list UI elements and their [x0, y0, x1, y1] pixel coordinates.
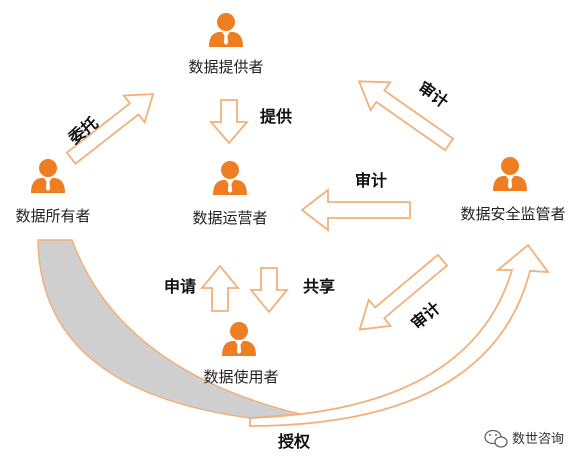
authorize-arc-band: [37, 239, 301, 419]
role-user-label: 数据使用者: [203, 368, 278, 386]
authorize-label: 授权: [278, 432, 311, 451]
audit-top-arrow: [357, 80, 455, 152]
supervisor-person-icon: [493, 157, 527, 191]
role-operator-label: 数据运营者: [192, 209, 267, 227]
owner-person-icon: [31, 159, 65, 193]
audit-mid-label: 审计: [355, 171, 387, 190]
apply-label: 申请: [164, 277, 196, 296]
role-supervisor-label: 数据安全监管者: [460, 205, 565, 223]
audit-low-arrow: [358, 253, 449, 331]
share-arrow: [249, 267, 289, 314]
audit-low-label: 审计: [407, 298, 444, 333]
provide-label: 提供: [260, 107, 292, 126]
operator-person-icon: [213, 161, 247, 195]
audit-top-label: 审计: [415, 78, 452, 112]
wechat-icon: [484, 429, 508, 448]
authorize-arc-arrow: [249, 243, 550, 427]
user-person-icon: [222, 322, 256, 356]
entrust-arrow: [65, 93, 155, 165]
provider-person-icon: [209, 13, 243, 47]
apply-arrow: [200, 264, 240, 312]
audit-mid-arrow: [300, 188, 411, 232]
provide-arrow: [209, 99, 249, 145]
role-owner-label: 数据所有者: [15, 207, 90, 225]
watermark-text: 数世咨询: [512, 432, 564, 447]
share-label: 共享: [303, 277, 335, 296]
role-provider-label: 数据提供者: [188, 58, 263, 76]
